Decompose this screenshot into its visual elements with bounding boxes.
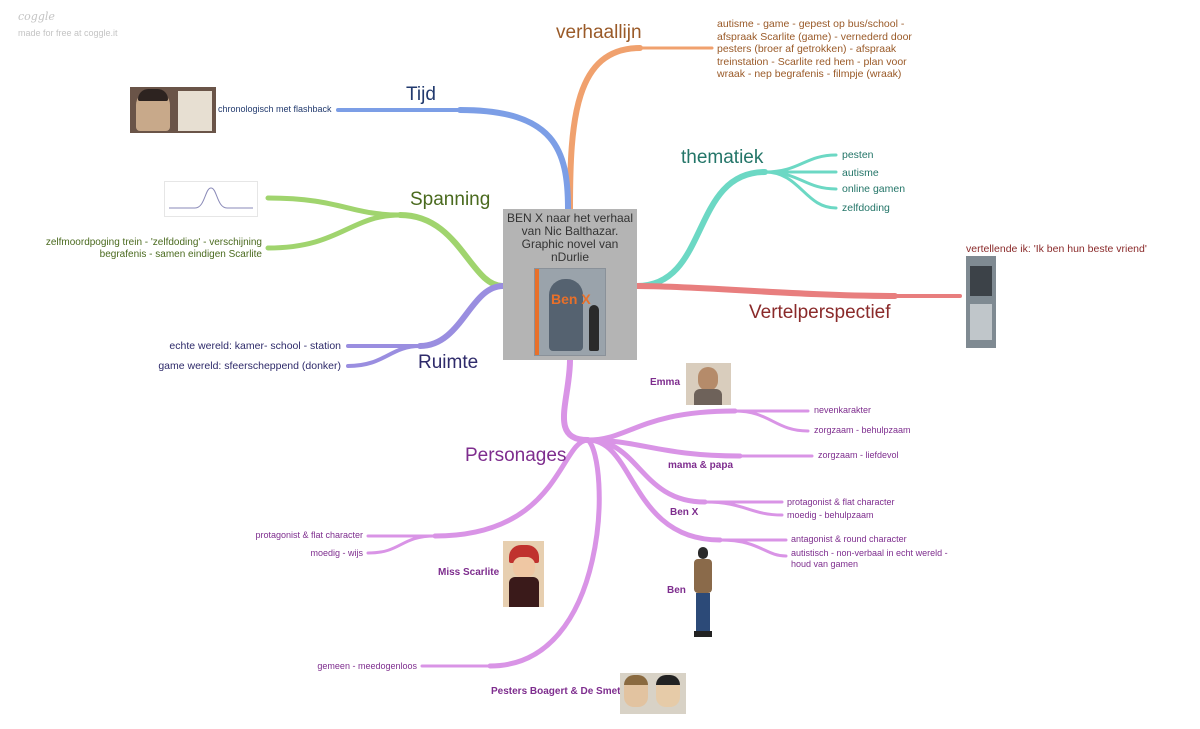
- benx-text-2[interactable]: moedig - behulpzaam: [787, 510, 874, 520]
- coggle-logo[interactable]: coggle: [18, 10, 55, 23]
- ben-text-1[interactable]: antagonist & round character: [791, 534, 907, 544]
- spanning-curve-image: [164, 181, 258, 217]
- character-benx-name[interactable]: Ben X: [670, 507, 699, 518]
- thematiek-item-autisme[interactable]: autisme: [842, 167, 879, 179]
- character-mama-papa-name[interactable]: mama & papa: [668, 460, 734, 471]
- ruimte-item-2[interactable]: game wereld: sfeerscheppend (donker): [158, 360, 341, 372]
- cover-boy-figure: [589, 305, 599, 351]
- branch-line-spanning-up: [265, 195, 403, 218]
- character-pesters-name[interactable]: Pesters Boagert & De Smet: [491, 686, 621, 697]
- branch-line-ruimte-down: [346, 344, 422, 368]
- branch-vertelperspectief-label[interactable]: Vertelperspectief: [749, 302, 891, 323]
- branch-line-emma-2: [733, 409, 810, 433]
- branch-line-pesters-trunk: [487, 437, 602, 669]
- thematiek-item-pesten[interactable]: pesten: [842, 149, 874, 161]
- emma-text-1[interactable]: nevenkarakter: [814, 405, 872, 415]
- cover-spine: [535, 269, 539, 355]
- character-emma-name[interactable]: Emma: [650, 377, 681, 388]
- spanning-text-1[interactable]: zelfmoordpoging trein - 'zelfdoding' - v…: [45, 237, 262, 248]
- character-ben-name[interactable]: Ben: [667, 585, 686, 596]
- ben-figure-image: [690, 545, 716, 639]
- benx-text-1[interactable]: protagonist & flat character: [787, 497, 895, 507]
- branch-line-thematiek-4: [763, 170, 838, 210]
- tijd-comic-image: [130, 87, 216, 133]
- branch-line-scarlite-trunk: [432, 437, 591, 539]
- character-scarlite-name[interactable]: Miss Scarlite: [438, 567, 500, 578]
- scarlite-text-2[interactable]: moedig - wijs: [310, 548, 363, 558]
- branch-spanning-label[interactable]: Spanning: [410, 189, 491, 210]
- ruimte-item-1[interactable]: echte wereld: kamer- school - station: [169, 340, 341, 352]
- emma-portrait-image: [686, 363, 731, 405]
- cover-logo: Ben X: [551, 291, 591, 307]
- branch-line-personages-trunk: [561, 357, 591, 443]
- branch-line-scarlite-2: [366, 534, 437, 555]
- branch-line-verhaallijn-trunk: [567, 45, 643, 212]
- vertelperspectief-comic-image: [966, 256, 996, 348]
- vertelperspectief-text[interactable]: vertellende ik: 'Ik ben hun beste vriend…: [966, 243, 1147, 255]
- branch-verhaallijn-label[interactable]: verhaallijn: [556, 22, 642, 43]
- branch-personages-label[interactable]: Personages: [465, 445, 567, 466]
- branch-line-benx-2: [703, 500, 784, 517]
- cover-silhouette: [549, 279, 583, 351]
- ben-text-2[interactable]: autistisch - non-verbaal in echt wereld …: [791, 548, 948, 569]
- emma-text-2[interactable]: zorgzaam - behulpzaam: [814, 425, 911, 435]
- branch-ruimte-label[interactable]: Ruimte: [418, 352, 479, 373]
- thematiek-item-online-gamen[interactable]: online gamen: [842, 183, 906, 195]
- pesters-text-1[interactable]: gemeen - meedogenloos: [317, 661, 417, 671]
- scarlite-portrait-image: [503, 541, 544, 607]
- branch-line-vertel-trunk: [634, 283, 898, 299]
- branch-line-thematiek-trunk: [634, 169, 768, 289]
- scarlite-text-1[interactable]: protagonist & flat character: [255, 530, 363, 540]
- branch-line-spanning-down: [265, 212, 403, 251]
- coggle-tagline[interactable]: made for free at coggle.it: [18, 28, 118, 38]
- branch-line-thematiek-1: [763, 153, 838, 174]
- spanning-text-2[interactable]: begrafenis - samen eindigen Scarlite: [99, 249, 262, 260]
- tijd-text[interactable]: chronologisch met flashback: [218, 104, 332, 114]
- branch-tijd-label[interactable]: Tijd: [406, 84, 436, 105]
- thematiek-item-zelfdoding[interactable]: zelfdoding: [842, 202, 890, 214]
- ben-x-cover-image: Ben X: [534, 268, 606, 356]
- branch-line-emma-trunk: [585, 408, 738, 443]
- pesters-portrait-image: [620, 673, 686, 714]
- branch-line-spanning-trunk: [397, 212, 506, 289]
- central-node-title: BEN X naar het verhaal van Nic Balthazar…: [506, 211, 634, 264]
- mama-papa-text-1[interactable]: zorgzaam - liefdevol: [818, 450, 899, 460]
- branch-line-ruimte-trunk: [417, 283, 506, 349]
- verhaallijn-text[interactable]: autisme - game - gepest op bus/school - …: [717, 18, 912, 80]
- branch-line-ben-2: [718, 538, 788, 558]
- branch-thematiek-label[interactable]: thematiek: [681, 147, 764, 168]
- spanning-curve-graph: [169, 187, 253, 209]
- branch-line-tijd-trunk: [457, 107, 571, 212]
- branch-line-ben-trunk: [585, 437, 723, 543]
